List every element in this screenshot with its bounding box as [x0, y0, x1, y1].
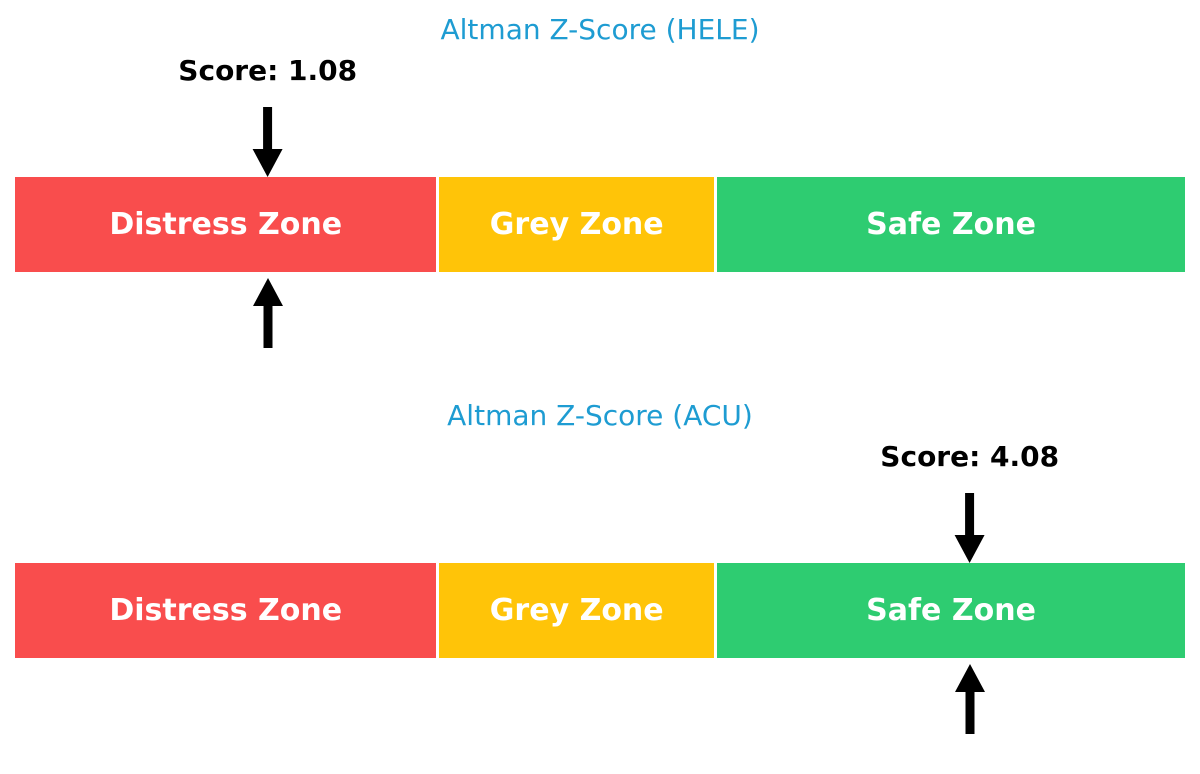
zone-bar-plot: Score: 1.08 Distress Zone Grey Zone Safe… — [15, 0, 1185, 386]
zone-distress: Distress Zone — [15, 177, 437, 272]
score-marker-above: Score: 4.08 — [880, 440, 1059, 563]
zscore-chart-hele: Altman Z-Score (HELE) Score: 1.08 Distre… — [0, 0, 1200, 386]
zone-bar: Distress Zone Grey Zone Safe Zone — [15, 177, 1185, 272]
zscore-chart-acu: Altman Z-Score (ACU) Score: 4.08 Distres… — [0, 386, 1200, 772]
zone-label: Distress Zone — [109, 207, 343, 242]
zone-safe: Safe Zone — [717, 563, 1185, 658]
zone-label: Distress Zone — [109, 593, 343, 628]
up-arrow-icon — [954, 664, 985, 734]
zone-label: Safe Zone — [866, 207, 1036, 242]
up-arrow-icon — [252, 278, 283, 348]
zone-label: Grey Zone — [489, 207, 664, 242]
zone-safe: Safe Zone — [717, 177, 1185, 272]
zone-label: Safe Zone — [866, 593, 1036, 628]
chart-title: Altman Z-Score (HELE) — [440, 13, 760, 46]
down-arrow-icon — [954, 493, 985, 563]
zone-grey: Grey Zone — [439, 563, 715, 658]
chart-title: Altman Z-Score (ACU) — [447, 399, 753, 432]
zone-distress: Distress Zone — [15, 563, 437, 658]
score-marker-below — [250, 278, 286, 348]
zone-label: Grey Zone — [489, 593, 664, 628]
zone-grey: Grey Zone — [439, 177, 715, 272]
zone-bar: Distress Zone Grey Zone Safe Zone — [15, 563, 1185, 658]
score-marker-below — [952, 664, 988, 734]
down-arrow-icon — [252, 107, 283, 177]
score-marker-above: Score: 1.08 — [178, 54, 357, 177]
zone-bar-plot: Score: 4.08 Distress Zone Grey Zone Safe… — [15, 386, 1185, 772]
score-label: Score: 4.08 — [880, 440, 1060, 473]
score-label: Score: 1.08 — [178, 54, 358, 87]
